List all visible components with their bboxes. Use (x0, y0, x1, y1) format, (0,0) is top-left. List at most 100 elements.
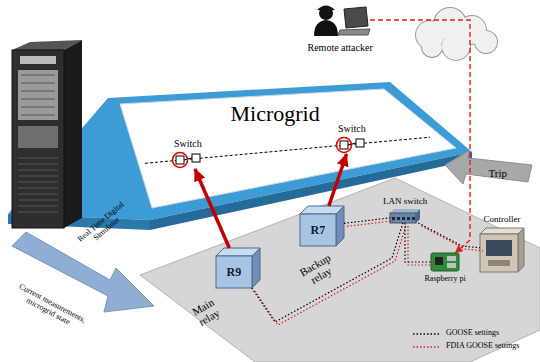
switch-symbol-shape (176, 156, 184, 164)
goose-line (344, 218, 390, 224)
relay-box-shape (252, 248, 260, 288)
simulator-rack-shape (64, 40, 82, 228)
goose-line (405, 223, 431, 262)
raspberry-pi-board-shape (447, 256, 456, 261)
controller-box-shape (480, 228, 524, 272)
raspberry-pi-board-shape (431, 253, 459, 271)
simulator-rack-shape (18, 212, 58, 213)
cloud-symbol (416, 8, 497, 60)
lan-switch-shape (397, 217, 400, 220)
relay-box: R9Main relay (216, 248, 260, 288)
relay-box-shape (300, 214, 336, 246)
cloud-symbol (475, 31, 497, 53)
simulator-rack-shape (21, 99, 55, 100)
microgrid-panel: MicrogridSwitchSwitch (100, 84, 470, 214)
switch-symbol-shape (337, 138, 352, 153)
lan-switch-shape (390, 209, 420, 223)
controller-box-shape (488, 260, 510, 266)
goose-line (418, 223, 480, 248)
lan-switch: LAN switch (390, 209, 420, 223)
legend: GOOSE settingsFDIA GOOSE settings (412, 327, 519, 353)
cloud-symbol (422, 37, 442, 57)
annotation-label: Trip (489, 167, 508, 179)
attacker-icon-shape (314, 20, 338, 36)
relay-box: R7Backup relay (300, 206, 344, 246)
simulator-rack-shape (18, 176, 58, 177)
controller-box-shape (518, 228, 524, 272)
simulator-rack-shape (21, 83, 55, 84)
cloud-symbol (416, 8, 497, 60)
legend-line-sample (413, 346, 441, 347)
cloud-symbol (422, 37, 442, 57)
raspberry-pi-board: Raspberry pi (431, 253, 459, 271)
switch-symbol-shape (340, 141, 348, 149)
legend-row: GOOSE settings (412, 327, 519, 340)
simulator-rack-shape (18, 194, 58, 195)
attacker-icon-shape (317, 6, 335, 11)
controller-box-shape (480, 228, 524, 234)
simulator-rack-shape (20, 56, 56, 64)
simulator-rack-shape (18, 170, 58, 171)
legend-line-sample (412, 344, 442, 350)
node-label: Raspberry pi (425, 275, 466, 284)
simulator-rack-shape (18, 126, 58, 148)
trip-arrow (445, 150, 532, 184)
simulator-rack-shape (21, 115, 55, 116)
attacker-icon-shape (344, 7, 368, 28)
simulator-rack-shape (18, 158, 58, 159)
cloud-symbol (442, 32, 470, 60)
node-label: LAN switch (383, 197, 427, 207)
simulator-rack-shape (18, 70, 58, 120)
controller-box-shape (486, 240, 512, 256)
node-label: R7 (311, 224, 326, 237)
microgrid-panel-shape (120, 89, 456, 208)
switch-symbol-shape (356, 139, 364, 147)
simulator-rack-shape (12, 50, 64, 228)
fdia-goose-line (421, 226, 483, 251)
legend-line-sample (412, 331, 442, 337)
raspberry-pi-board-shape (447, 263, 456, 268)
controller-box: Controller (480, 228, 524, 272)
lan-switch-shape (390, 213, 416, 223)
cloud-symbol (475, 31, 497, 53)
switch-symbol-shape (192, 154, 200, 162)
legend-text: GOOSE settings (446, 329, 499, 338)
simulator-rack-shape (18, 200, 58, 201)
fdia-goose-line (347, 221, 393, 227)
switch-symbol-shape (173, 153, 188, 168)
node-label: Microgrid (231, 102, 320, 126)
node-label: Switch (338, 123, 366, 134)
cloud-symbol (442, 32, 470, 60)
simulator-rack-shape (18, 188, 58, 189)
lan-switch-shape (416, 209, 420, 223)
simulator-rack-shape (21, 107, 55, 108)
lan-switch-shape (407, 217, 410, 220)
relay-box-shape (216, 256, 252, 288)
simulator-rack-shape (21, 75, 55, 76)
attacker-icon-shape (338, 29, 370, 35)
legend-row: FDIA GOOSE settings (412, 340, 519, 353)
switch-symbol: Switch (334, 122, 370, 154)
attacker-icon: Remote attacker (310, 4, 370, 36)
relay-box-shape (336, 206, 344, 246)
simulator-rack-shape (18, 182, 58, 183)
simulator-rack-shape (21, 91, 55, 92)
cloud-symbol (416, 8, 497, 60)
attacker-icon-shape (310, 4, 370, 36)
simulator-rack-shape (18, 206, 58, 207)
annotation-label: Current measurements, microgrid state (6, 279, 94, 337)
controller-box-shape (480, 234, 518, 272)
node-label: Controller (484, 215, 521, 225)
fdia-goose-line (408, 226, 434, 265)
raspberry-pi-board-shape (431, 253, 459, 271)
simulator-rack-shape (18, 164, 58, 165)
raspberry-pi-board-shape (435, 257, 443, 265)
node-label: Remote attacker (308, 42, 373, 53)
lan-switch-shape (392, 217, 395, 220)
lan-switch-shape (412, 217, 415, 220)
lan-switch-shape (402, 217, 405, 220)
node-label: Switch (174, 138, 202, 149)
node-label: R9 (227, 266, 242, 279)
legend-text: FDIA GOOSE settings (446, 342, 519, 351)
